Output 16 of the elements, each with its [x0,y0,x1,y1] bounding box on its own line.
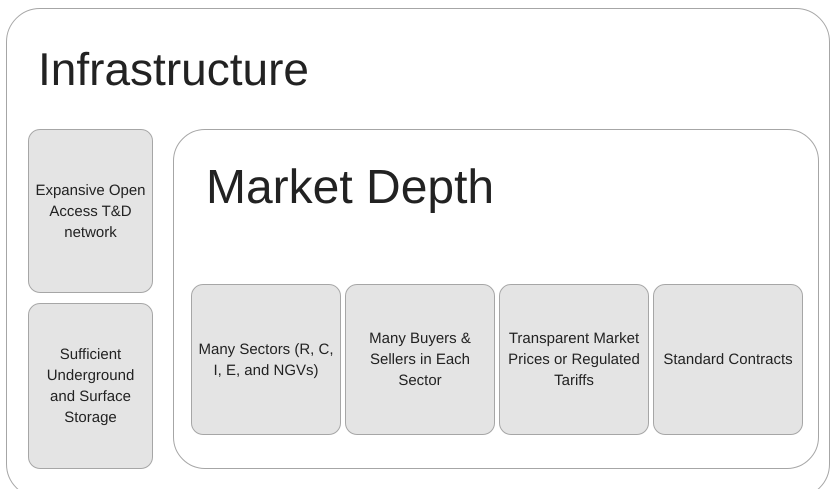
item-box [653,284,803,435]
item-box [28,129,153,293]
box-text: Many Sectors (R, C, I, E, and NGVs) [197,340,335,380]
inner-panel [173,129,819,469]
panel-heading: Infrastructure [38,42,309,97]
outer-panel [6,8,830,489]
item-box [28,303,153,469]
item-box [499,284,649,435]
item-box [191,284,341,435]
box-text: Standard Contracts [663,350,793,370]
box-text: Many Buyers & Sellers in Each Sector [368,329,472,391]
box-text: Expansive Open Access T&D network [34,180,147,242]
panel-heading: Market Depth [206,160,494,216]
box-text: Sufficient Underground and Surface Storage [46,345,136,428]
item-box [345,284,495,435]
box-text: Transparent Market Prices or Regulated Tariffs [507,329,641,391]
